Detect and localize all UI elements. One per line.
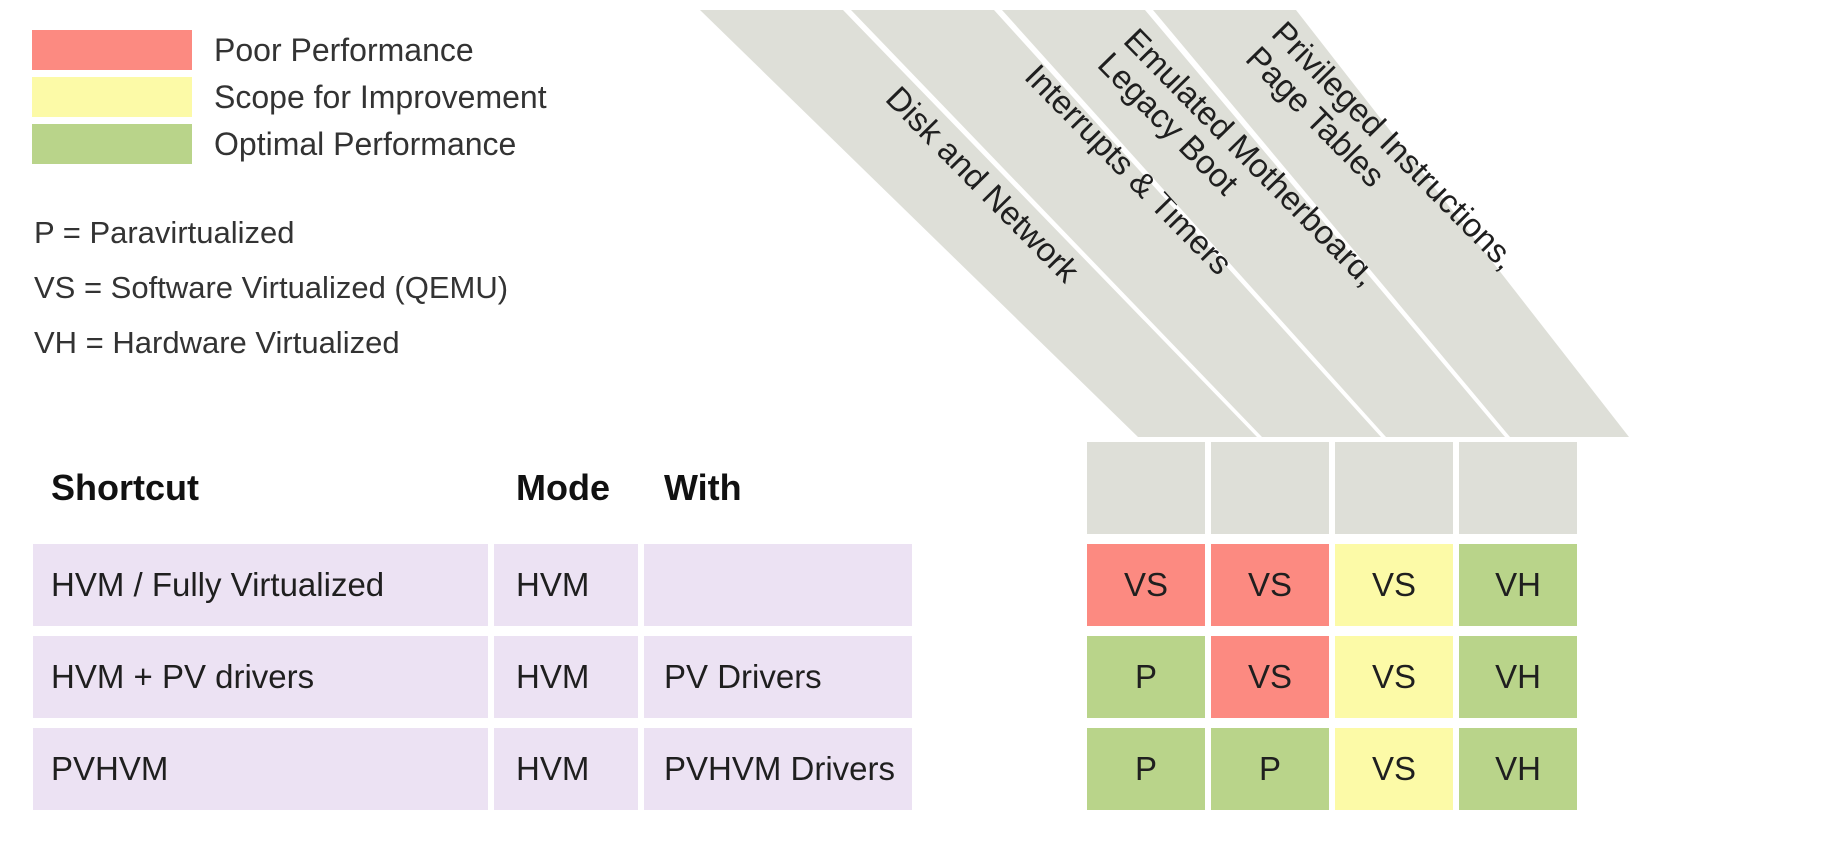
legend-swatch-yellow xyxy=(32,76,192,117)
matrix-cell: VS xyxy=(1211,544,1329,626)
diagonal-header-label-3b: Legacy Boot xyxy=(1091,45,1246,202)
diagonal-header-label-2: Interrupts & Timers xyxy=(1018,57,1240,282)
matrix-header-cell-3 xyxy=(1335,442,1453,534)
matrix-cell: P xyxy=(1211,728,1329,810)
cell-with xyxy=(644,544,912,626)
matrix-header-cell-1 xyxy=(1087,442,1205,534)
matrix-cell: VS xyxy=(1335,636,1453,718)
table-row: HVM + PV drivers HVM PV Drivers P VS VS … xyxy=(33,636,1577,718)
cell-with: PV Drivers xyxy=(644,636,912,718)
legend: Poor Performance Scope for Improvement O… xyxy=(32,26,547,167)
matrix-cell: VS xyxy=(1087,544,1205,626)
legend-label: Scope for Improvement xyxy=(214,78,547,115)
diagonal-header-label-1: Disk and Network xyxy=(879,79,1087,290)
matrix-cell: VS xyxy=(1335,544,1453,626)
abbreviation-key: P = Paravirtualized VS = Software Virtua… xyxy=(34,205,508,371)
table-row: HVM / Fully Virtualized HVM VS VS VS VH xyxy=(33,544,1577,626)
column-header-shortcut: Shortcut xyxy=(51,467,199,508)
abbreviation-line: VH = Hardware Virtualized xyxy=(34,325,400,361)
matrix-cell: VS xyxy=(1211,636,1329,718)
cell-shortcut: HVM + PV drivers xyxy=(33,636,488,718)
matrix-cell: P xyxy=(1087,636,1205,718)
matrix-cell: VH xyxy=(1459,544,1577,626)
cell-mode: HVM xyxy=(494,636,638,718)
cell-with: PVHVM Drivers xyxy=(644,728,912,810)
row-spacer xyxy=(918,544,1081,626)
matrix-cell: VS xyxy=(1335,728,1453,810)
matrix-cell: VH xyxy=(1459,636,1577,718)
comparison-table: Shortcut Mode With HVM / Fully Virtualiz… xyxy=(33,442,1577,810)
matrix-header-cell-2 xyxy=(1211,442,1329,534)
column-header-with: With xyxy=(664,467,742,508)
row-spacer xyxy=(918,636,1081,718)
cell-mode: HVM xyxy=(494,544,638,626)
matrix-cell: VH xyxy=(1459,728,1577,810)
legend-item: Poor Performance xyxy=(32,26,547,73)
diagonal-header-band-4: Privileged Instructions, Page Tables xyxy=(1153,10,1629,437)
matrix-header-cell-4 xyxy=(1459,442,1577,534)
diagonal-header-band-2: Interrupts & Timers xyxy=(851,10,1381,437)
table-row: PVHVM HVM PVHVM Drivers P P VS VH xyxy=(33,728,1577,810)
diagonal-header-band-3: Emulated Motherboard, Legacy Boot xyxy=(1002,10,1505,437)
header-spacer xyxy=(918,442,1081,534)
legend-swatch-red xyxy=(32,29,192,70)
diagonal-header-label-3a: Emulated Motherboard, xyxy=(1117,21,1385,293)
table-header-row: Shortcut Mode With xyxy=(33,442,1577,534)
diagonal-header-label-4a: Privileged Instructions, xyxy=(1265,14,1524,277)
legend-label: Optimal Performance xyxy=(214,125,517,162)
diagonal-header-label-4b: Page Tables xyxy=(1239,39,1392,194)
legend-item: Scope for Improvement xyxy=(32,73,547,120)
column-header-mode: Mode xyxy=(516,467,610,508)
cell-mode: HVM xyxy=(494,728,638,810)
abbreviation-line: VS = Software Virtualized (QEMU) xyxy=(34,270,509,306)
matrix-cell: P xyxy=(1087,728,1205,810)
cell-shortcut: PVHVM xyxy=(33,728,488,810)
diagonal-header-band-1: Disk and Network xyxy=(700,10,1257,437)
legend-swatch-green xyxy=(32,123,192,164)
cell-shortcut: HVM / Fully Virtualized xyxy=(33,544,488,626)
abbreviation-line: P = Paravirtualized xyxy=(34,215,295,250)
legend-item: Optimal Performance xyxy=(32,120,547,167)
legend-label: Poor Performance xyxy=(214,31,474,68)
row-spacer xyxy=(918,728,1081,810)
